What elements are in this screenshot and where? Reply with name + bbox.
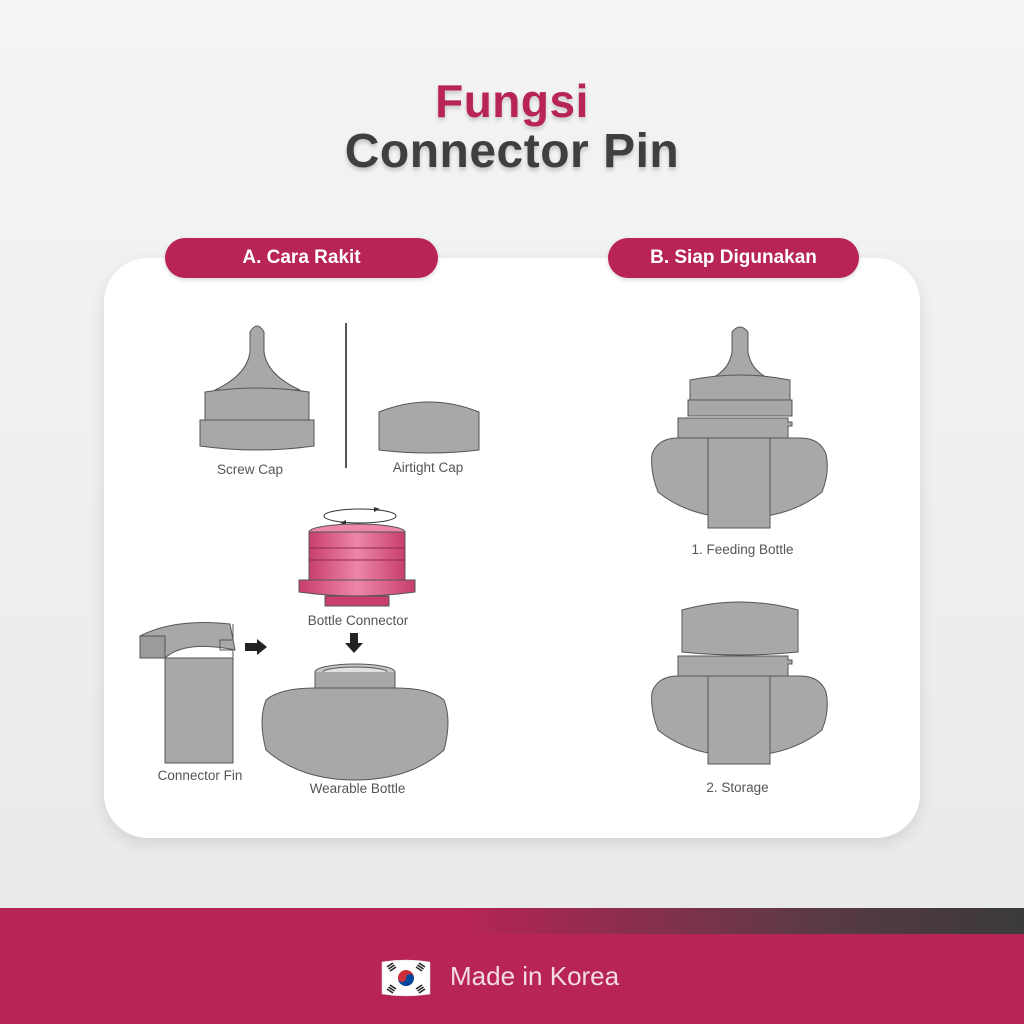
storage-label: 2. Storage — [706, 780, 769, 795]
screw-cap-illustration — [199, 325, 315, 451]
arrow-down-icon — [345, 633, 363, 653]
storage-illustration — [651, 601, 828, 765]
section-a-label: A. Cara Rakit — [165, 238, 438, 278]
divider-line — [345, 323, 347, 468]
airtight-cap-label: Airtight Cap — [392, 460, 464, 475]
wearable-bottle-illustration — [261, 663, 449, 781]
title-connector-pin: Connector Pin — [344, 125, 680, 178]
wearable-bottle-label: Wearable Bottle — [309, 781, 406, 796]
airtight-cap-illustration — [378, 401, 480, 454]
screw-cap-label: Screw Cap — [216, 462, 284, 477]
arrow-right-icon — [245, 639, 267, 655]
korea-flag-icon — [381, 959, 431, 997]
connector-fin-illustration — [139, 622, 236, 764]
rotate-icon — [323, 507, 397, 525]
title-fungsi: Fungsi — [435, 75, 589, 127]
feeding-bottle-label: 1. Feeding Bottle — [691, 542, 794, 557]
connector-fin-label: Connector Fin — [157, 768, 243, 783]
made-in-korea-text: Made in Korea — [450, 961, 620, 991]
bottle-connector-label: Bottle Connector — [307, 613, 409, 628]
footer-accent-band — [0, 908, 1024, 934]
feeding-bottle-illustration — [651, 326, 828, 529]
section-b-label: B. Siap Digunakan — [608, 238, 859, 278]
bottle-connector-illustration — [298, 523, 416, 607]
footer-bar — [0, 934, 1024, 1024]
